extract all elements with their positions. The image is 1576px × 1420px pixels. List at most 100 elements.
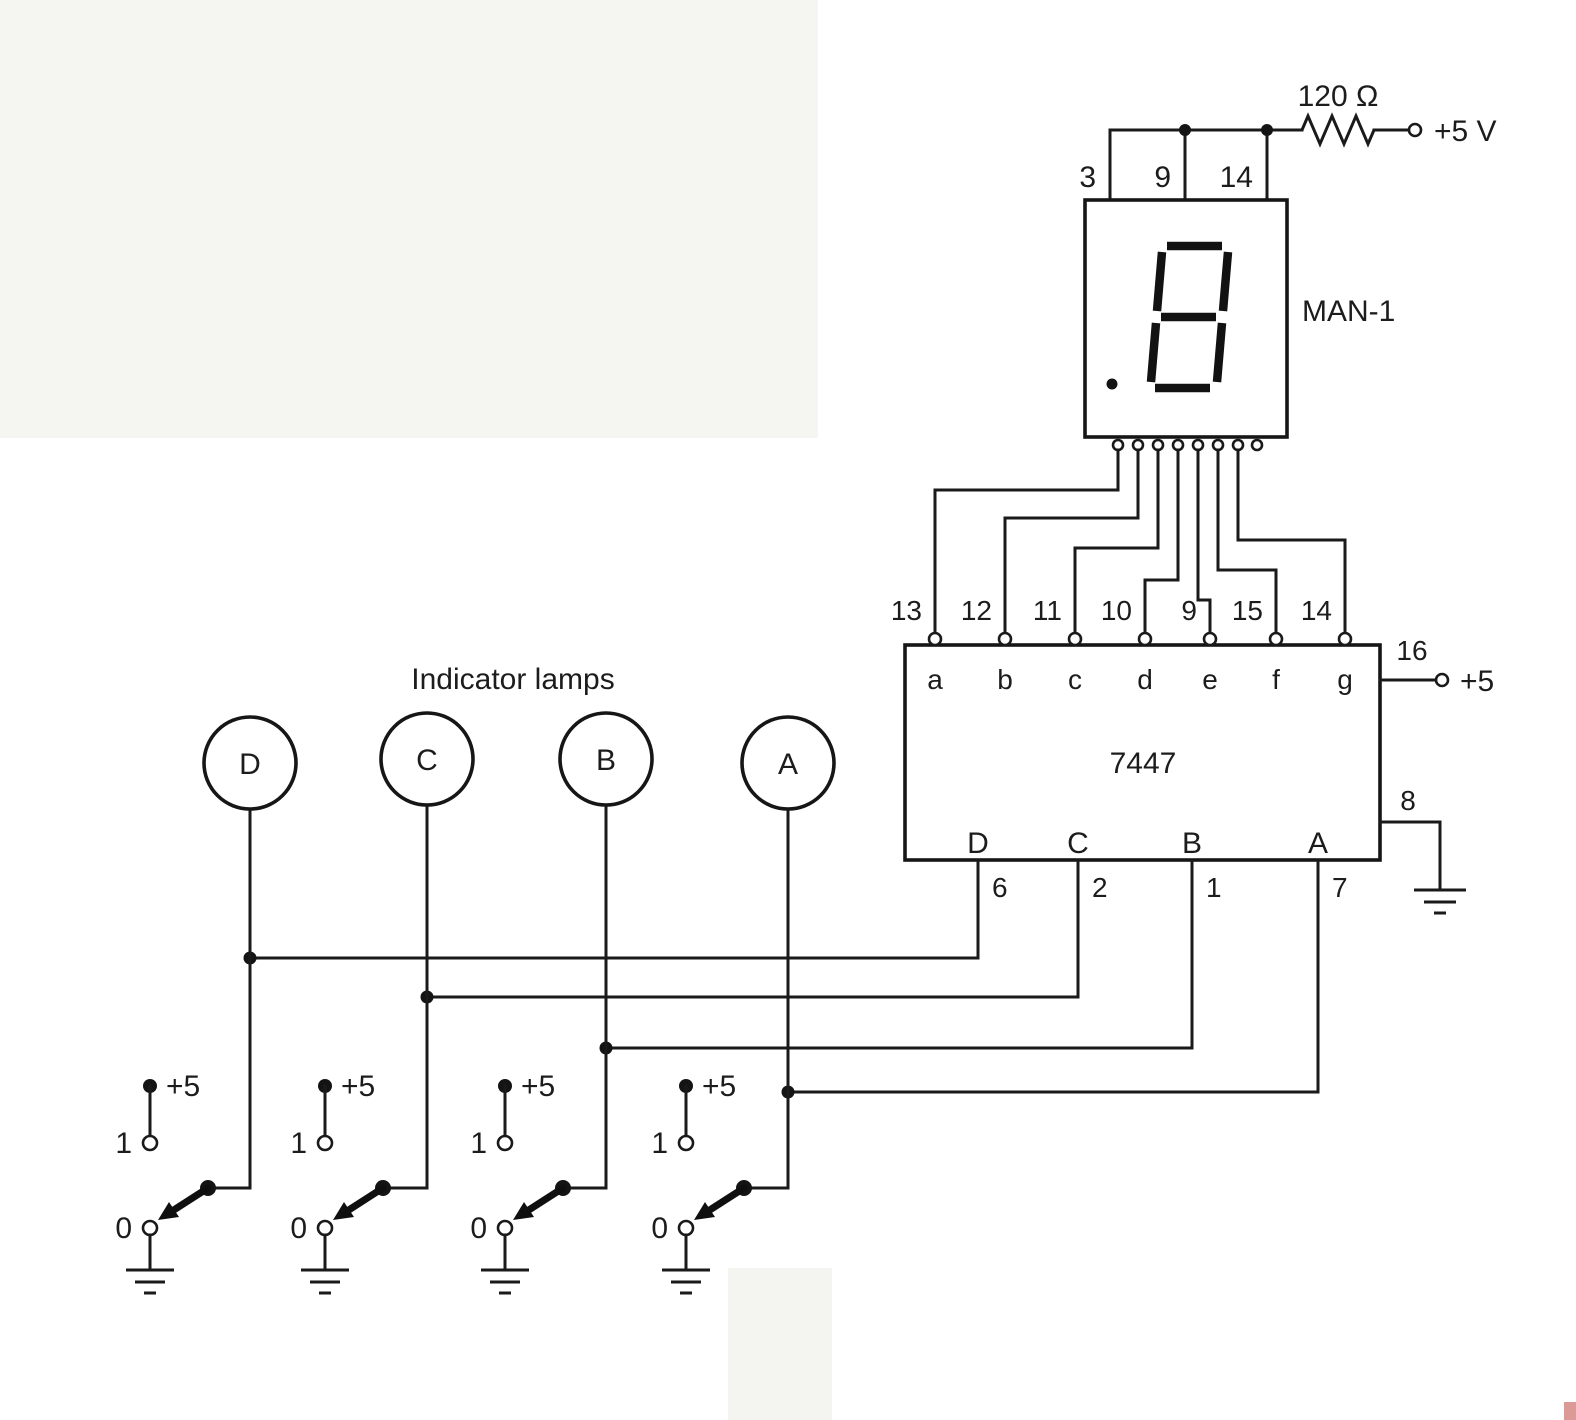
wire-segment-b [1003,448,1140,635]
switch-arrow [513,1202,534,1220]
display-pin14-label: 14 [1220,161,1253,194]
decoder-pin-g [1337,631,1353,647]
lamp-C-wire [381,803,429,1190]
seg-letter-g: g [1337,664,1353,695]
one-terminal [316,1134,334,1152]
seg-letter-b: b [997,664,1013,695]
decoder-pin-b [997,631,1013,647]
gnd-wire [1378,820,1442,890]
input-letter-D: D [967,827,989,860]
ground-symbol [301,1268,349,1295]
seg-letter-c: c [1068,664,1082,695]
lamp-A-wire [742,807,790,1190]
lamp-circle [202,715,298,811]
one-label: 1 [470,1127,487,1160]
input-letter-B: B [1182,827,1202,860]
lamp-circle [379,711,475,807]
decoder-pin-f [1268,631,1284,647]
zero-label: 0 [651,1212,668,1245]
scan-shade-topleft [0,0,818,438]
vcc-pin-label: 16 [1396,635,1427,666]
lamp-B-wire [561,803,608,1190]
lamp-circle [558,711,654,807]
pin-number-15: 15 [1232,595,1263,626]
vcc-terminal [1434,672,1450,688]
supply-terminal [1407,122,1423,138]
switch-C: +5 1 0 [290,1070,391,1295]
lamp-label: D [239,748,261,781]
lamp-C: C [379,711,475,1190]
display-name-label: MAN-1 [1302,295,1395,328]
vcc-plus5-label: +5 [1460,665,1494,698]
pin-number-11: 11 [1033,595,1062,626]
switch-D: +5 1 0 [115,1070,216,1295]
junction-dot [1179,124,1191,136]
ground-symbol [481,1268,529,1295]
wire-segment-g [1236,448,1347,635]
wire-segment-d [1143,448,1180,635]
lamp-B: B [558,711,654,1190]
switch-A: +5 1 0 [651,1070,752,1295]
display-pin3-label: 3 [1079,161,1096,194]
zero-terminal [496,1219,514,1237]
lamp-label: A [778,748,798,781]
scan-shade-bottom [728,1268,832,1420]
zero-label: 0 [290,1212,307,1245]
one-label: 1 [290,1127,307,1160]
seg-letter-f: f [1272,664,1280,695]
one-terminal [496,1134,514,1152]
ground-symbol [662,1268,710,1295]
input-letter-A: A [1308,827,1328,860]
pin-number-12: 12 [961,595,992,626]
input-pin-7: 7 [1332,872,1348,903]
segment-c [1212,322,1227,383]
ground-symbol [126,1268,174,1295]
decoder-7447: 13 12 11 10 9 15 14 a b c d e f g 7447 1… [891,595,1494,1094]
junction-dot [1261,124,1273,136]
decoder-name-label: 7447 [1110,747,1177,780]
lamps-title: Indicator lamps [411,663,614,696]
plus5-label: +5 [521,1070,555,1103]
lamp-A: A [740,715,836,1190]
plus5-label: +5 [341,1070,375,1103]
decoder-pin-a [927,631,943,647]
supply-label: +5 V [1434,115,1497,148]
segment-b [1218,251,1233,312]
seven-segment-digit [1106,241,1233,393]
wire-segment-c [1073,448,1160,635]
plus5-label: +5 [702,1070,736,1103]
seven-segment-display: MAN-1 [1083,198,1395,452]
lamp-D: D [202,715,298,1190]
seg-letter-e: e [1202,664,1218,695]
one-label: 1 [115,1127,132,1160]
input-bus-wires [243,951,1320,1099]
display-pin9-label: 9 [1154,161,1171,194]
pin-number-13: 13 [891,595,922,626]
lamp-circle [740,715,836,811]
gnd-pin-label: 8 [1400,785,1416,816]
switch-B: +5 1 0 [470,1070,571,1295]
one-label: 1 [651,1127,668,1160]
input-pin-6: 6 [992,872,1008,903]
input-pin-1: 1 [1206,872,1222,903]
one-terminal [141,1134,159,1152]
scan-mark-corner [1564,1402,1576,1420]
pin-number-14: 14 [1301,595,1332,626]
input-pin-2: 2 [1092,872,1108,903]
zero-label: 0 [470,1212,487,1245]
seg-letter-a: a [927,664,943,695]
lamp-label: C [416,744,438,777]
wire-segment-a [933,448,1120,635]
segment-f [1152,251,1167,312]
segment-wires [933,448,1347,635]
resistor [1300,112,1376,148]
plus5-label: +5 [166,1070,200,1103]
lamp-D-wire [206,807,252,1190]
decoder-pin-d [1137,631,1153,647]
segment-e [1146,322,1161,383]
switch-arrow [694,1202,715,1220]
zero-label: 0 [115,1212,132,1245]
resistor-label: 120 Ω [1298,80,1379,113]
